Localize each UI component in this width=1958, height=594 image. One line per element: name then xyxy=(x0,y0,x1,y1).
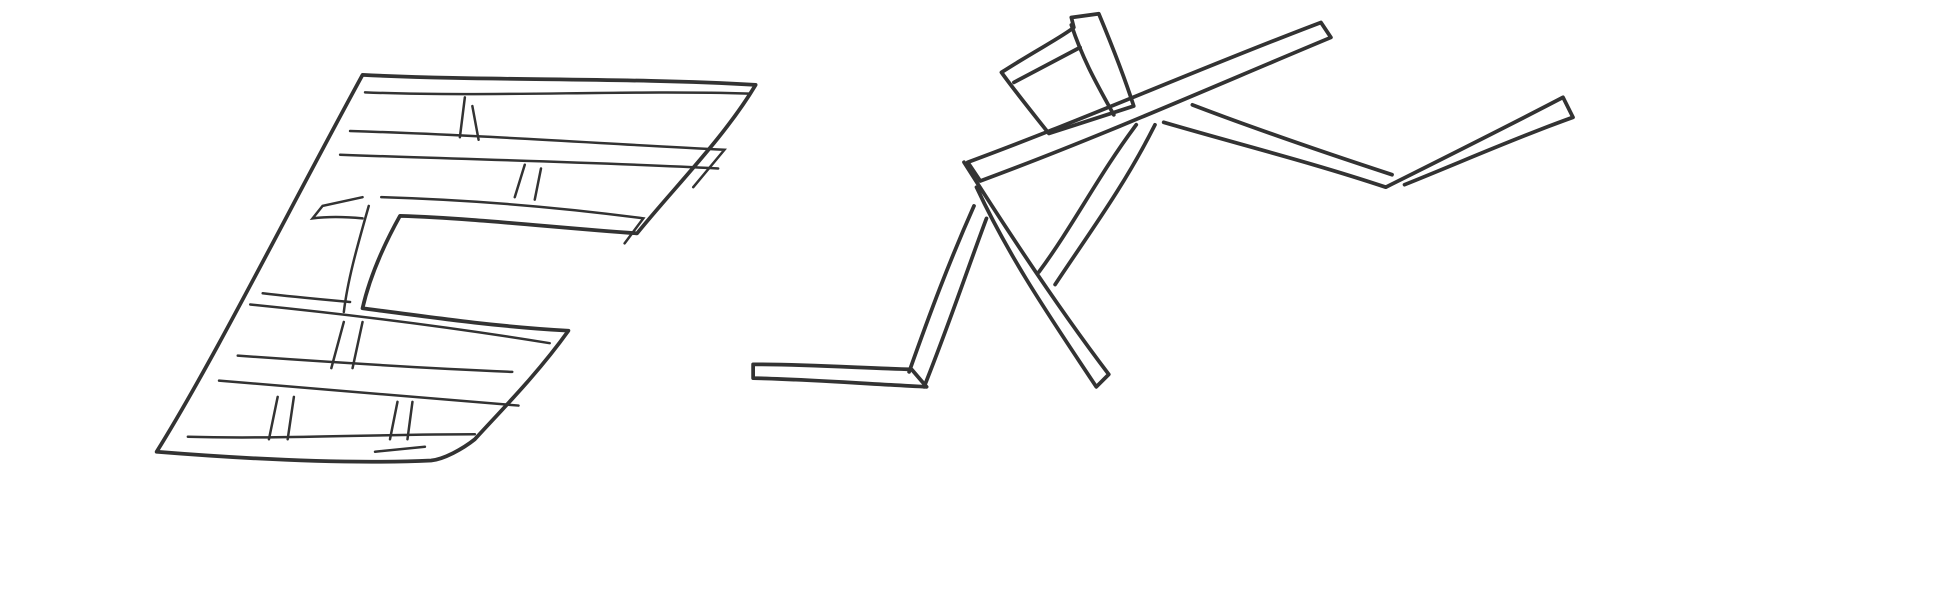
k-base-bar xyxy=(751,362,929,389)
k-leg xyxy=(962,160,1111,389)
letter-e-inner-line xyxy=(363,91,751,96)
letter-e-inner-line xyxy=(309,195,364,221)
k-upper-arm xyxy=(1161,95,1575,190)
letter-e-inner-line xyxy=(338,153,720,170)
letter-e-inner-line xyxy=(186,433,477,439)
letter-e-inner-line xyxy=(236,354,514,374)
letter-e-outline xyxy=(154,73,758,464)
letter-e-inner-line xyxy=(217,379,520,407)
letter-e-tick xyxy=(267,96,543,453)
letter-e-inner-line xyxy=(261,292,352,304)
k-long-diagonal-bar xyxy=(965,20,1333,183)
letter-e-inner-line xyxy=(380,195,646,245)
k-inner-stroke xyxy=(1037,122,1157,287)
letter-e-inner-line xyxy=(348,129,727,189)
letter-k-sketch xyxy=(751,11,1575,389)
letter-e-inner-line xyxy=(248,303,551,345)
letter-e-sketch xyxy=(154,73,758,464)
k-stem xyxy=(907,204,989,389)
k-top-block xyxy=(999,11,1136,136)
